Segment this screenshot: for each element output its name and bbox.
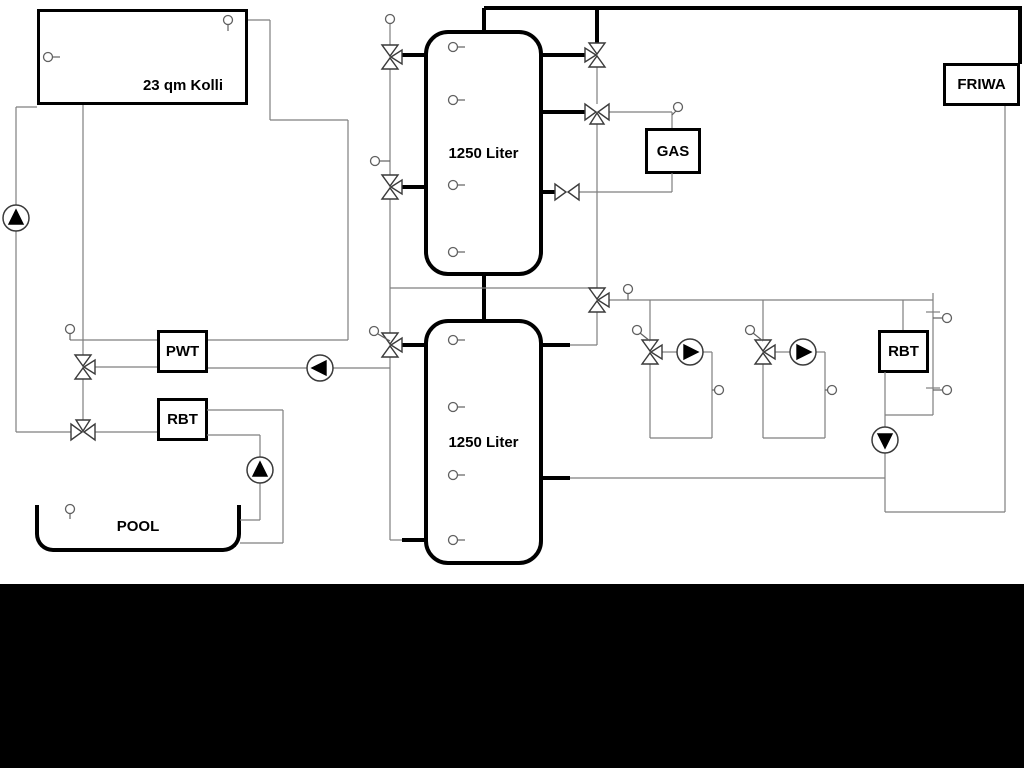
valve-icon (380, 332, 403, 358)
sensor-icon (368, 325, 391, 342)
gas-boiler-label: GAS (656, 142, 690, 160)
valve-icon (640, 339, 663, 365)
sensor-icon (825, 384, 838, 396)
sensor-icon (631, 324, 651, 342)
pump-icon (2, 204, 30, 232)
rbt-right-box: RBT (878, 330, 929, 373)
sensor-icon (712, 384, 725, 396)
valve-icon (70, 419, 96, 442)
buffer-tank-lower: 1250 Liter (424, 319, 543, 565)
sensor-icon (933, 312, 953, 324)
rbt-left-box: RBT (157, 398, 208, 441)
valve-icon (73, 354, 96, 380)
buffer-tank-upper: 1250 Liter (424, 30, 543, 276)
friwa-station-label: FRIWA (957, 76, 1006, 93)
pump-icon (789, 338, 817, 366)
solar-collector-label: 23 qm Kolli (142, 77, 223, 94)
buffer-tank-lower-label: 1250 Liter (448, 433, 519, 451)
sensor-icon (369, 155, 390, 167)
valve-icon (753, 339, 776, 365)
valve-icon (380, 174, 403, 200)
valve-icon (554, 182, 580, 202)
sensor-icon (933, 384, 953, 396)
pool-basin: POOL (35, 505, 241, 552)
pwt-heat-exchanger-box: PWT (157, 330, 208, 373)
valve-icon (587, 287, 610, 313)
pwt-label: PWT (165, 343, 200, 360)
pump-icon (871, 426, 899, 454)
rbt-right-label: RBT (888, 343, 919, 360)
bottom-black-bar (0, 584, 1024, 768)
sensor-icon (744, 324, 764, 342)
sensor-icon (384, 13, 396, 25)
gas-boiler-box: GAS (645, 128, 701, 174)
friwa-station-box: FRIWA (943, 63, 1020, 106)
valve-icon (584, 102, 610, 125)
pool-label: POOL (116, 518, 160, 535)
sensor-icon (622, 283, 634, 300)
pump-icon (246, 456, 274, 484)
buffer-tank-upper-label: 1250 Liter (448, 144, 519, 162)
rbt-left-label: RBT (167, 411, 198, 428)
valve-icon (584, 42, 607, 68)
pump-icon (306, 354, 334, 382)
sensor-icon (671, 101, 684, 116)
valve-icon (380, 44, 403, 70)
sensor-icon (64, 323, 76, 340)
pump-icon (676, 338, 704, 366)
solar-collector-box: 23 qm Kolli (37, 9, 248, 105)
